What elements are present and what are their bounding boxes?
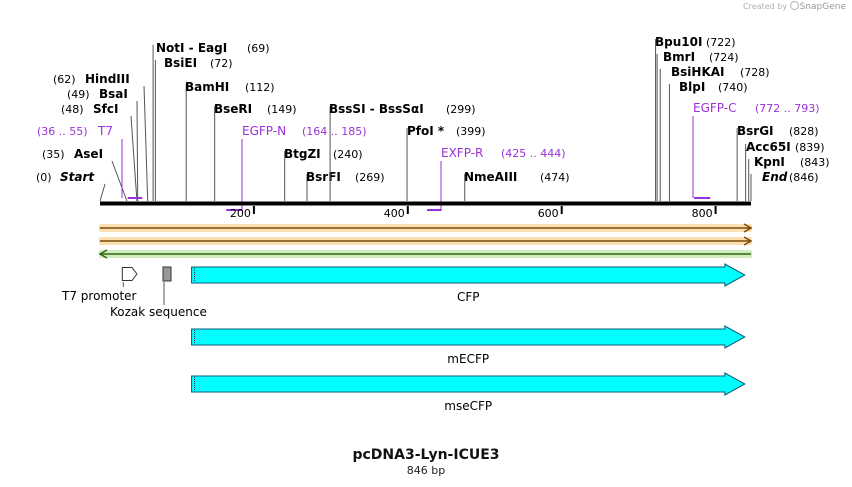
cds-arrow (191, 263, 746, 287)
site-position: (728) (740, 66, 770, 79)
site-name: Start (60, 170, 95, 184)
primer-range: (425 .. 444) (501, 147, 566, 160)
site-name: BseRI (214, 102, 252, 116)
site-position: (69) (247, 42, 270, 55)
site-position: (828) (789, 125, 819, 138)
site-position: (399) (456, 125, 486, 138)
site-position: (269) (355, 171, 385, 184)
orf-arrowhead (743, 236, 753, 246)
site-name: HindIII (85, 72, 130, 86)
site-leader-line (111, 160, 128, 202)
snapgene-logo-icon (789, 1, 799, 10)
site-name: BtgZI (284, 147, 321, 161)
site-position: (299) (446, 103, 476, 116)
site-name: BamHI (185, 80, 229, 94)
ruler-tick-label: 600 (538, 207, 559, 220)
site-position: (724) (709, 51, 739, 64)
site-position: (839) (795, 141, 825, 154)
site-position: (49) (67, 88, 90, 101)
primer-range: (164 .. 185) (302, 125, 367, 138)
cds-arrow (191, 325, 746, 349)
primer-name: EGFP-C (693, 101, 736, 115)
site-position: (0) (36, 171, 52, 184)
site-name: SfcI (93, 102, 118, 116)
site-position: (722) (706, 36, 736, 49)
promoter-arrow (121, 267, 138, 281)
feature-label: Kozak sequence (110, 305, 207, 319)
site-position: (112) (245, 81, 275, 94)
site-position: (846) (789, 171, 819, 184)
site-position: (35) (42, 148, 65, 161)
feature-label: T7 promoter (61, 289, 137, 303)
primer-range: (36 .. 55) (37, 125, 88, 138)
site-position: (48) (61, 103, 84, 116)
site-name: Bpu10I (655, 35, 702, 49)
feature-label: CFP (457, 290, 480, 304)
kozak-box (162, 266, 172, 282)
plasmid-name: pcDNA3-Lyn-ICUE3 (352, 447, 500, 463)
orf-arrowhead (98, 249, 108, 259)
site-leader-line (143, 85, 149, 202)
site-name: Acc65I (746, 140, 791, 154)
snapgene-watermark: Created by SnapGene (743, 1, 846, 12)
primer-range: (772 .. 793) (755, 102, 820, 115)
backbone-line (100, 201, 751, 206)
primer-name: EGFP-N (242, 124, 286, 138)
site-position: (843) (800, 156, 830, 169)
site-name: AseI (74, 147, 103, 161)
site-name: NotI - EagI (156, 41, 227, 55)
site-leader-line (130, 115, 138, 202)
site-name: BsrGI (737, 124, 774, 138)
site-position: (72) (210, 57, 233, 70)
primer-name: EXFP-R (441, 146, 483, 160)
site-name: NmeAIII (464, 170, 517, 184)
plasmid-length: 846 bp (406, 464, 446, 477)
ruler-tick-label: 400 (384, 207, 405, 220)
site-position: (62) (53, 73, 76, 86)
site-name: BsiHKAI (671, 65, 725, 79)
site-name: BsrFI (306, 170, 341, 184)
site-position: (149) (267, 103, 297, 116)
site-name: BssSI - BssSαI (329, 102, 424, 116)
orf-arrowhead (743, 223, 753, 233)
site-position: (474) (540, 171, 570, 184)
ruler-tick-label: 200 (230, 207, 251, 220)
primer-name: T7 (97, 124, 113, 138)
feature-label: mseCFP (444, 399, 492, 413)
site-leader-line (99, 183, 106, 202)
site-name: BlpI (679, 80, 705, 94)
site-name: KpnI (754, 155, 785, 169)
feature-label: mECFP (447, 352, 489, 366)
site-leader-line (136, 100, 139, 202)
site-name: End (762, 170, 788, 184)
site-name: BsiEI (164, 56, 197, 70)
snapgene-brand: SnapGene (799, 2, 846, 12)
cds-arrow (191, 372, 746, 396)
site-position: (240) (333, 148, 363, 161)
site-position: (740) (718, 81, 748, 94)
site-name: PfoI * (407, 124, 445, 138)
site-name: BmrI (663, 50, 695, 64)
created-by-text: Created by (743, 2, 788, 11)
site-name: BsaI (99, 87, 128, 101)
ruler-tick-label: 800 (692, 207, 713, 220)
